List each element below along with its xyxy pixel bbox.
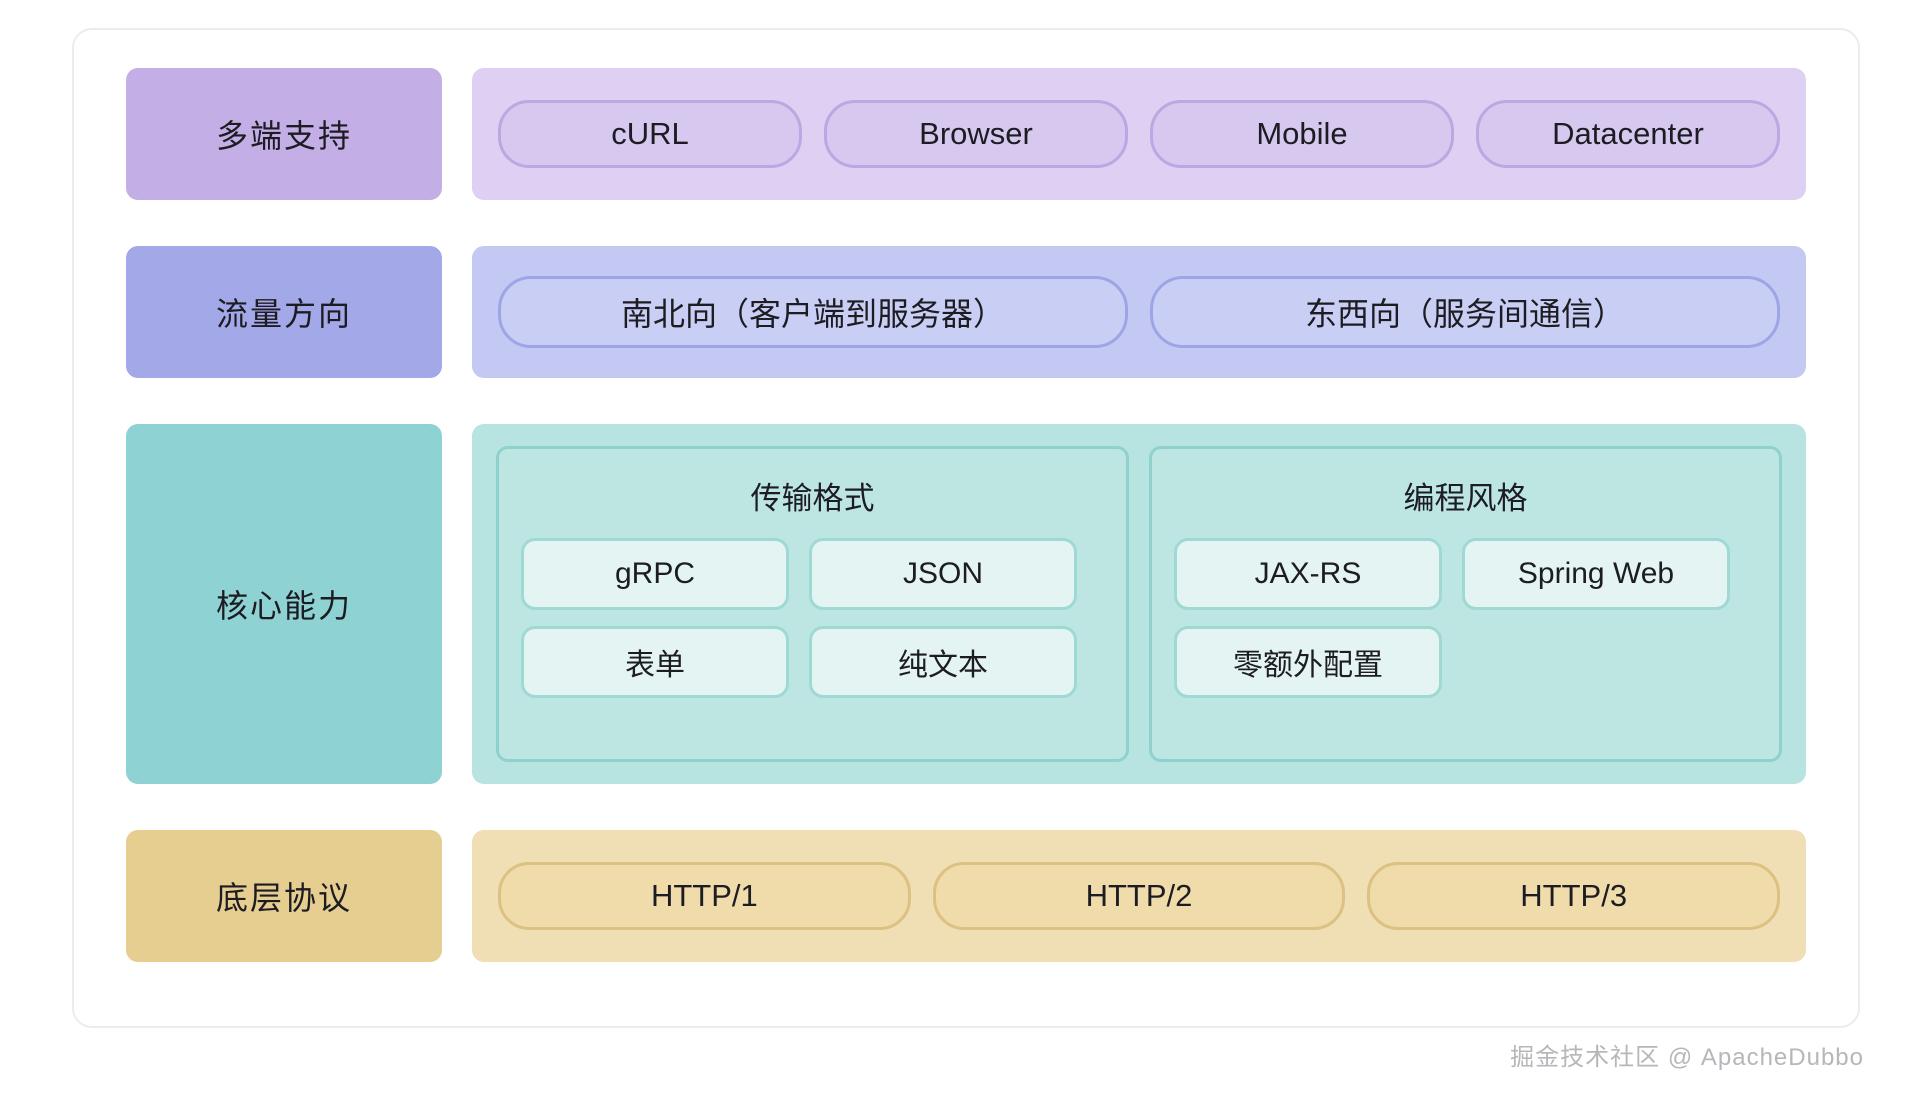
chip-spring-web[interactable]: Spring Web xyxy=(1462,538,1730,610)
chip-jax-rs[interactable]: JAX-RS xyxy=(1174,538,1442,610)
protocol-pill-http1[interactable]: HTTP/1 xyxy=(498,862,911,930)
client-pill-mobile[interactable]: Mobile xyxy=(1150,100,1454,168)
layer-underlying-protocol: 底层协议 HTTP/1 HTTP/2 HTTP/3 xyxy=(126,830,1806,962)
traffic-pill-north-south[interactable]: 南北向（客户端到服务器） xyxy=(498,276,1128,348)
chip-form[interactable]: 表单 xyxy=(521,626,789,698)
core-group-title-transfer-format: 传输格式 xyxy=(750,481,875,516)
layer-label-underlying-protocol: 底层协议 xyxy=(126,830,442,962)
layer-traffic-direction: 流量方向 南北向（客户端到服务器） 东西向（服务间通信） xyxy=(126,246,1806,378)
traffic-pill-east-west[interactable]: 东西向（服务间通信） xyxy=(1150,276,1780,348)
layer-label-traffic-direction: 流量方向 xyxy=(126,246,442,378)
chip-row-programming-style-2: 零额外配置 xyxy=(1174,626,1757,698)
core-group-title-programming-style: 编程风格 xyxy=(1403,481,1528,516)
watermark-text: 掘金技术社区 @ ApacheDubbo xyxy=(1510,1044,1864,1071)
chip-row-transfer-format-2: 表单 纯文本 xyxy=(521,626,1104,698)
layer-multi-client-support: 多端支持 cURL Browser Mobile Datacenter xyxy=(126,68,1806,200)
layer-body-multi-client-support: cURL Browser Mobile Datacenter xyxy=(472,68,1806,200)
layer-label-core-capability: 核心能力 xyxy=(126,424,442,784)
layer-body-core-capability: 传输格式 gRPC JSON 表单 纯文本 编程风格 JAX-RS Spring… xyxy=(472,424,1806,784)
protocol-pill-http2[interactable]: HTTP/2 xyxy=(932,862,1346,930)
chip-row-transfer-format-1: gRPC JSON xyxy=(521,538,1104,610)
core-group-transfer-format: 传输格式 gRPC JSON 表单 纯文本 xyxy=(496,446,1129,762)
layer-core-capability: 核心能力 传输格式 gRPC JSON 表单 纯文本 编程风格 xyxy=(126,424,1806,784)
chip-plain-text[interactable]: 纯文本 xyxy=(809,626,1077,698)
protocol-pill-http3[interactable]: HTTP/3 xyxy=(1367,862,1781,930)
layer-body-traffic-direction: 南北向（客户端到服务器） 东西向（服务间通信） xyxy=(472,246,1806,378)
chip-grpc[interactable]: gRPC xyxy=(521,538,789,610)
architecture-card: 多端支持 cURL Browser Mobile Datacenter 流量方向… xyxy=(72,28,1860,1028)
layer-label-multi-client-support: 多端支持 xyxy=(126,68,442,200)
core-group-programming-style: 编程风格 JAX-RS Spring Web 零额外配置 xyxy=(1149,446,1782,762)
client-pill-browser[interactable]: Browser xyxy=(824,100,1128,168)
chip-row-programming-style-1: JAX-RS Spring Web xyxy=(1174,538,1757,610)
layer-body-underlying-protocol: HTTP/1 HTTP/2 HTTP/3 xyxy=(472,830,1806,962)
client-pill-datacenter[interactable]: Datacenter xyxy=(1476,100,1780,168)
chip-json[interactable]: JSON xyxy=(809,538,1077,610)
chip-zero-extra-config[interactable]: 零额外配置 xyxy=(1174,626,1442,698)
client-pill-curl[interactable]: cURL xyxy=(498,100,802,168)
